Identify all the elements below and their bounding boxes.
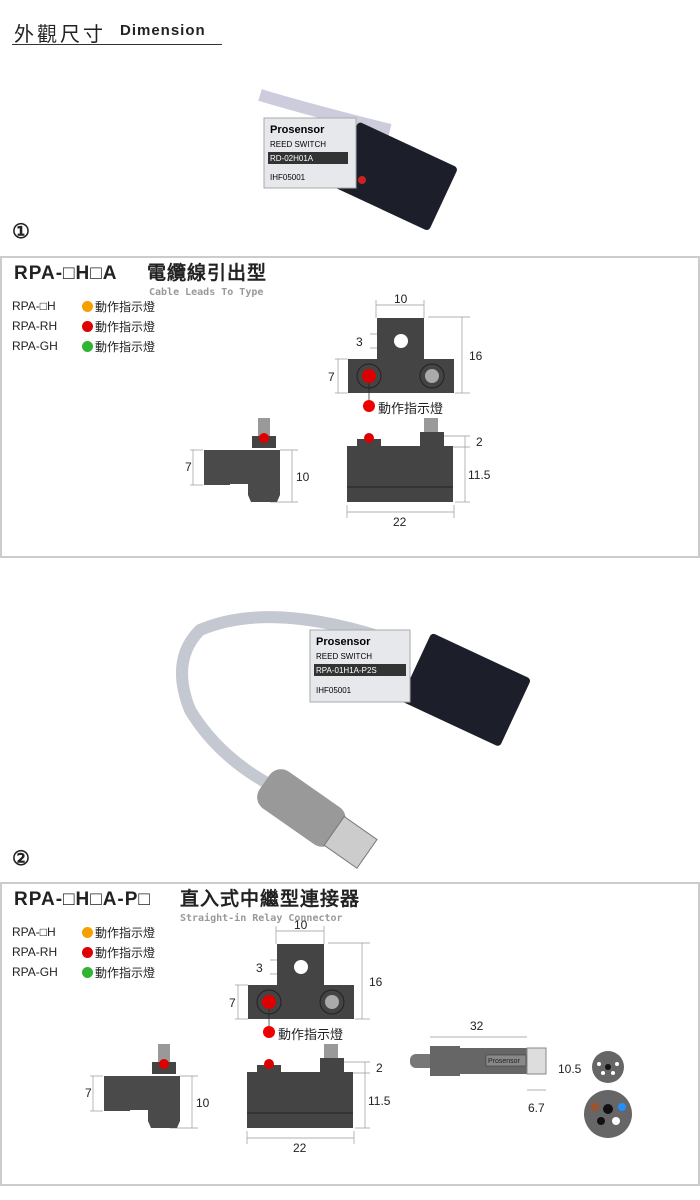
header-title-zh: 外觀尺寸 (14, 24, 106, 46)
photo1-brand: Prosensor (270, 124, 325, 136)
dim-cap: 2 (476, 435, 483, 449)
connector-brand: Prosensor (488, 1058, 520, 1065)
orange-led-icon (82, 926, 93, 938)
section-1-number: ① (12, 221, 30, 243)
section-1-title-zh: 電纜線引出型 (147, 263, 268, 284)
section-1-subtitle: Cable Leads To Type (149, 287, 264, 298)
dim-length: 22 (393, 515, 407, 529)
section-2-number: ② (12, 848, 30, 870)
product-photo-2: Prosensor REED SWITCH RPA-01H1A-P2S IHF0… (170, 590, 530, 880)
product-photo-1: Prosensor REED SWITCH RD-02H01A IHF05001 (250, 80, 470, 250)
photo2-code: IHF05001 (316, 686, 352, 695)
dim-body-height: 11.5 (368, 1094, 391, 1108)
section-2-title-zh: 直入式中繼型連接器 (180, 889, 361, 910)
dim-side-height: 7 (85, 1086, 92, 1100)
section-1-drawing (0, 0, 700, 560)
section-1-panel (0, 256, 700, 558)
photo1-type: REED SWITCH (270, 140, 326, 149)
dimension-drawing-1 (190, 300, 470, 518)
red-led-icon (82, 320, 93, 332)
dim-top-width: 10 (394, 292, 408, 306)
photo2-type: REED SWITCH (316, 652, 372, 661)
photo2-model: RPA-01H1A-P2S (316, 666, 377, 675)
photo1-model: RD-02H01A (270, 154, 314, 163)
section-1-title: RPA-□H□A (14, 263, 118, 284)
dim-side-height: 7 (185, 460, 192, 474)
dim-connector-tip: 6.7 (528, 1101, 545, 1115)
dim-connector-diameter: 10.5 (558, 1062, 582, 1076)
indicator-label: 動作指示燈 (278, 1027, 344, 1042)
section-2-drawing (0, 626, 700, 1186)
dim-side-total: 10 (296, 470, 310, 484)
dim-base-height: 7 (328, 370, 335, 384)
photo2-brand: Prosensor (316, 636, 371, 648)
section-2-title: RPA-□H□A-P□ (14, 889, 151, 910)
header-title-en: Dimension (120, 22, 206, 39)
dim-connector-length: 32 (470, 1019, 484, 1033)
section-2-subtitle: Straight-in Relay Connector (180, 913, 343, 924)
dim-body-height: 11.5 (468, 468, 491, 482)
red-led-icon (82, 946, 93, 958)
dim-hole: 3 (256, 961, 263, 975)
dim-cap: 2 (376, 1061, 383, 1075)
header-underline (12, 44, 222, 45)
dim-side-total: 10 (196, 1096, 210, 1110)
connector-drawing (410, 1036, 632, 1138)
dim-base-height: 7 (229, 996, 236, 1010)
dimension-drawing-2 (90, 926, 632, 1144)
dim-total-height: 16 (469, 349, 483, 363)
photo1-code: IHF05001 (270, 173, 306, 182)
green-led-icon (82, 966, 93, 978)
dim-length: 22 (293, 1141, 307, 1155)
dim-top-width: 10 (294, 918, 308, 932)
orange-led-icon (82, 300, 93, 312)
dim-total-height: 16 (369, 975, 383, 989)
dim-hole: 3 (356, 335, 363, 349)
green-led-icon (82, 340, 93, 352)
indicator-label: 動作指示燈 (378, 401, 444, 416)
section-2-panel (0, 882, 700, 1186)
